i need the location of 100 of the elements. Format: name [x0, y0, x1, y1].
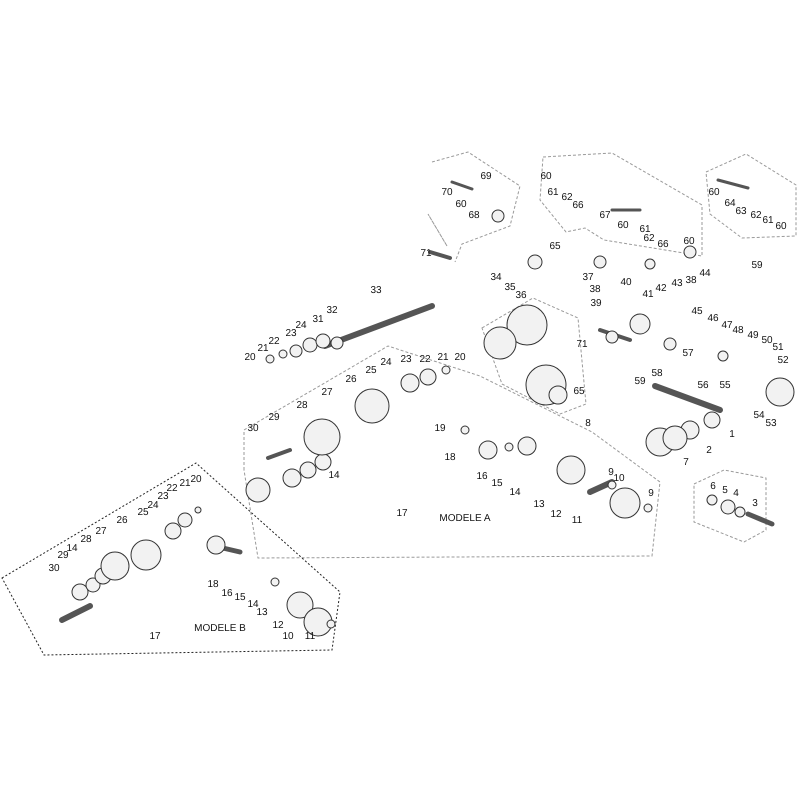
- callout-number: 71: [420, 249, 432, 259]
- callout-number: 23: [157, 492, 169, 502]
- callout-number: 70: [441, 188, 453, 198]
- callout-number: 38: [589, 285, 601, 295]
- callout-number: 4: [733, 489, 739, 499]
- callout-number: 6: [710, 482, 716, 492]
- callout-number: 28: [80, 535, 92, 545]
- callout-number: 27: [95, 527, 107, 537]
- callout-number: 22: [166, 484, 178, 494]
- callout-number: 40: [620, 278, 632, 288]
- callout-number: 48: [732, 326, 744, 336]
- callout-number: 14: [247, 600, 259, 610]
- callout-number: 13: [533, 500, 545, 510]
- callout-number: 46: [707, 314, 719, 324]
- callout-number: 69: [480, 172, 492, 182]
- callout-number: 20: [190, 475, 202, 485]
- callout-number: 39: [590, 299, 602, 309]
- callout-number: 61: [639, 225, 651, 235]
- callout-number: 45: [691, 307, 703, 317]
- callout-number: 58: [651, 369, 663, 379]
- callout-number: 22: [419, 355, 431, 365]
- callout-number: 52: [777, 356, 789, 366]
- callout-number: 12: [550, 510, 562, 520]
- callout-number: 2: [706, 446, 712, 456]
- callout-number: 47: [721, 321, 733, 331]
- callout-number: 21: [437, 353, 449, 363]
- callout-number: 30: [247, 424, 259, 434]
- callout-number: 21: [179, 479, 191, 489]
- callout-number: 33: [370, 286, 382, 296]
- callout-number: 9: [648, 489, 654, 499]
- model-label: MODELE B: [194, 624, 246, 634]
- callout-number: 63: [735, 207, 747, 217]
- callout-number: 23: [400, 355, 412, 365]
- callout-number: 65: [549, 242, 561, 252]
- callout-number: 49: [747, 331, 759, 341]
- callout-number: 15: [234, 593, 246, 603]
- callout-number: 10: [613, 474, 625, 484]
- callout-number: 25: [137, 508, 149, 518]
- callout-number: 20: [244, 353, 256, 363]
- callout-number: 36: [515, 291, 527, 301]
- callout-number: 32: [326, 306, 338, 316]
- callout-number: 37: [582, 273, 594, 283]
- callout-number: 24: [147, 501, 159, 511]
- callout-number: 60: [455, 200, 467, 210]
- callout-number: 14: [328, 471, 340, 481]
- callout-number: 60: [775, 222, 787, 232]
- callout-number: 44: [699, 269, 711, 279]
- callout-number: 7: [683, 458, 689, 468]
- callout-number: 42: [655, 284, 667, 294]
- callout-number: 34: [490, 273, 502, 283]
- callout-number: 62: [750, 211, 762, 221]
- callout-number: 26: [345, 375, 357, 385]
- callout-number: 15: [491, 479, 503, 489]
- callout-number: 12: [272, 621, 284, 631]
- callout-number: 18: [207, 580, 219, 590]
- callout-number: 59: [751, 261, 763, 271]
- callout-number: 14: [509, 488, 521, 498]
- callout-number: 29: [268, 413, 280, 423]
- callout-number: 68: [468, 211, 480, 221]
- callout-number: 8: [585, 419, 591, 429]
- callout-number: 65: [573, 387, 585, 397]
- callout-number: 25: [365, 366, 377, 376]
- callout-number: 60: [617, 221, 629, 231]
- callout-number: 53: [765, 419, 777, 429]
- callout-number: 71: [576, 340, 588, 350]
- callout-number: 30: [48, 564, 60, 574]
- callout-number: 51: [772, 343, 784, 353]
- callout-number: 64: [724, 199, 736, 209]
- callout-number: 28: [296, 401, 308, 411]
- callout-number: 11: [304, 632, 316, 642]
- callout-number: 3: [752, 499, 758, 509]
- callout-number: 17: [396, 509, 408, 519]
- callout-number: 66: [657, 240, 669, 250]
- callout-number: 60: [708, 188, 720, 198]
- model-label: MODELE A: [439, 514, 491, 524]
- callout-number: 11: [572, 516, 582, 526]
- callout-number: 56: [697, 381, 709, 391]
- callout-number: 5: [722, 486, 728, 496]
- callout-number: 13: [256, 608, 268, 618]
- callout-number: 61: [547, 188, 559, 198]
- callout-number: 26: [116, 516, 128, 526]
- callout-number: 66: [572, 201, 584, 211]
- callout-number: 62: [561, 193, 573, 203]
- callout-number: 60: [683, 237, 695, 247]
- callout-number: 16: [221, 589, 233, 599]
- callout-number: 62: [643, 234, 655, 244]
- callout-number: 35: [504, 283, 516, 293]
- callout-number: 9: [608, 468, 614, 478]
- callout-number: 27: [321, 388, 333, 398]
- callout-number: 31: [312, 315, 324, 325]
- callout-number: 55: [719, 381, 731, 391]
- callout-number: 23: [285, 329, 297, 339]
- callout-number: 24: [295, 321, 307, 331]
- callout-number: 22: [268, 337, 280, 347]
- callout-number: 29: [57, 551, 69, 561]
- callout-number: 21: [257, 344, 269, 354]
- callout-number: 61: [762, 216, 774, 226]
- callout-number: 19: [434, 424, 446, 434]
- callout-number: 43: [671, 279, 683, 289]
- callout-number: 18: [444, 453, 456, 463]
